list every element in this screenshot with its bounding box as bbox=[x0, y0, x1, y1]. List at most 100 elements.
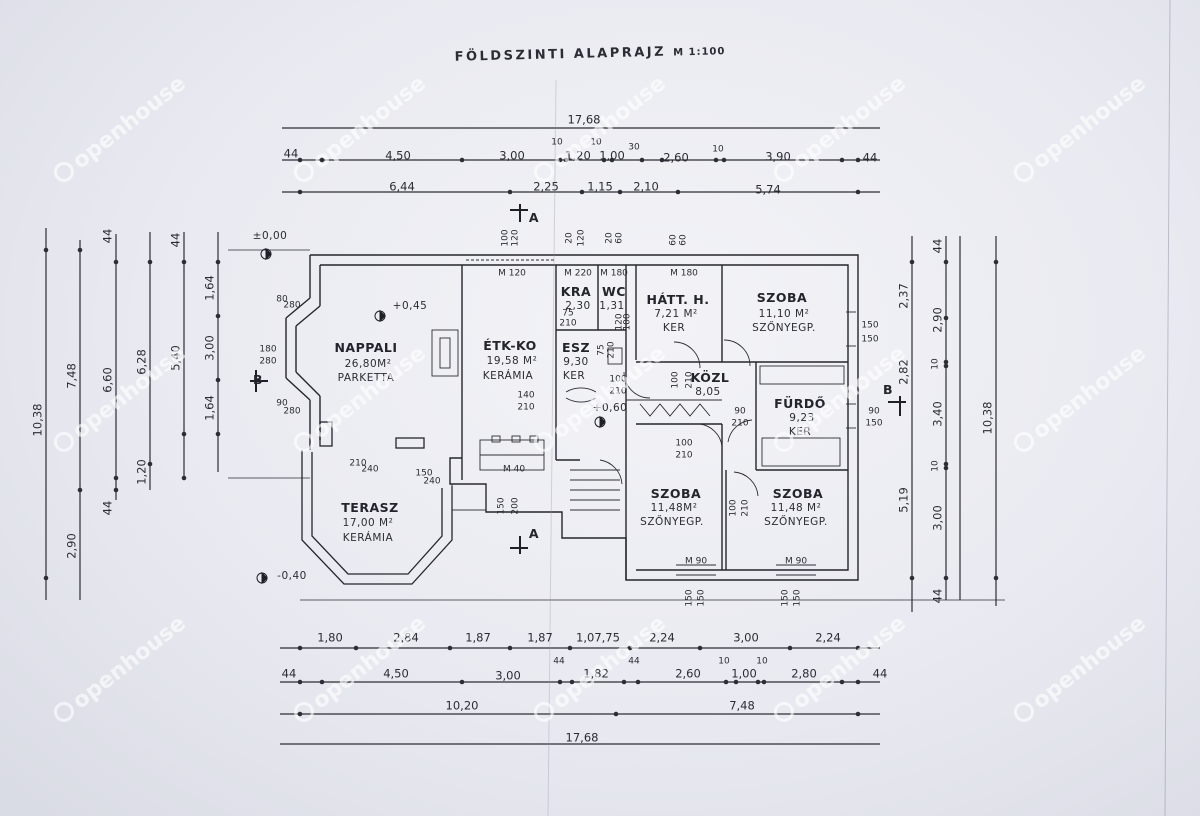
dim-label: 2,60 bbox=[663, 150, 689, 165]
dim-label: 44 bbox=[281, 666, 297, 681]
level-label: ±0,00 bbox=[252, 229, 288, 242]
opening-label: M 220 bbox=[564, 268, 592, 279]
opening-label: M 40 bbox=[502, 464, 526, 475]
room-eloszoba-area: 9,30 bbox=[563, 355, 589, 368]
room-hatso-floor: KER bbox=[662, 321, 686, 334]
dim-label: 1,64 bbox=[202, 275, 217, 301]
dim-label: 44 bbox=[100, 228, 115, 244]
dim-label: 2,90 bbox=[64, 533, 79, 559]
opening-label: 60 bbox=[678, 234, 689, 246]
dim-label: 7,48 bbox=[64, 363, 79, 389]
opening-label: 150 bbox=[792, 589, 803, 607]
dim-label: 2,84 bbox=[393, 630, 419, 645]
room-wc-area: 1,31 bbox=[599, 299, 625, 312]
opening-label: 210 bbox=[609, 386, 627, 397]
opening-label: 150 bbox=[684, 589, 695, 607]
opening-label: 210 bbox=[731, 418, 749, 429]
room-kozl-area: 8,05 bbox=[695, 385, 721, 398]
room-szoba1-area: 11,10 M² bbox=[758, 307, 810, 320]
opening-label: 20 bbox=[564, 232, 575, 244]
plan-scale: M 1:100 bbox=[673, 46, 726, 59]
opening-label: 100 bbox=[622, 313, 633, 331]
dim-label: 2,90 bbox=[930, 307, 945, 333]
dim-label: 44 bbox=[930, 588, 945, 604]
opening-label: 75 bbox=[596, 344, 607, 356]
opening-label: 90 bbox=[868, 406, 880, 417]
opening-label: 280 bbox=[283, 406, 301, 417]
room-szoba3-area: 11,48 M² bbox=[770, 501, 822, 514]
dimension-ticks bbox=[43, 157, 999, 717]
room-furdo-name: FÜRDŐ bbox=[774, 395, 826, 411]
opening-label: 90 bbox=[276, 398, 288, 409]
opening-label: 210 bbox=[349, 458, 367, 469]
dim-label: 10 bbox=[930, 460, 941, 472]
room-eloszoba-name: ESZ bbox=[561, 339, 591, 355]
opening-label: 280 bbox=[259, 356, 277, 367]
opening-label: 120 bbox=[510, 229, 521, 247]
room-szoba1-floor: SZŐNYEGP. bbox=[752, 321, 816, 334]
dim-label: 44 bbox=[628, 656, 640, 667]
room-etkezo-name: ÉTK-KO bbox=[483, 337, 537, 353]
opening-label: 150 bbox=[861, 320, 879, 331]
dim-label: 2,24 bbox=[649, 630, 675, 645]
dim-label: 44 bbox=[168, 232, 183, 248]
opening-label: 240 bbox=[361, 464, 379, 475]
opening-label: 75 bbox=[562, 308, 574, 319]
opening-label: 60 bbox=[668, 234, 679, 246]
building-walls bbox=[285, 254, 859, 581]
opening-label: 150 bbox=[496, 497, 507, 515]
dimension-lines bbox=[45, 127, 1005, 745]
dim-label: 3,40 bbox=[930, 401, 945, 427]
dim-label: 10 bbox=[590, 137, 602, 148]
room-szoba3-name: SZOBA bbox=[772, 485, 824, 501]
terrace-outline bbox=[301, 421, 453, 585]
dim-label: 3,90 bbox=[765, 149, 791, 164]
dim-label: 44 bbox=[862, 150, 878, 165]
room-szoba2-name: SZOBA bbox=[650, 485, 702, 501]
opening-label: 100 bbox=[609, 374, 627, 385]
level-label: +0,60 bbox=[592, 401, 628, 414]
dim-label: 7,48 bbox=[729, 698, 755, 713]
opening-label: 150 bbox=[780, 589, 791, 607]
dim-label: 1,87 bbox=[465, 630, 491, 645]
opening-label: 80 bbox=[276, 294, 288, 305]
dim-label: 10 bbox=[551, 137, 563, 148]
opening-label: 120 bbox=[576, 229, 587, 247]
opening-label: M 120 bbox=[498, 268, 526, 279]
section-label: B bbox=[252, 371, 264, 387]
opening-label: 150 bbox=[865, 418, 883, 429]
interior-details bbox=[431, 259, 856, 576]
dim-label: 44 bbox=[553, 656, 565, 667]
opening-label: M 90 bbox=[684, 556, 708, 567]
room-kozl-name: KÖZL bbox=[690, 369, 730, 385]
room-hatso-name: HÁTT. H. bbox=[646, 291, 710, 307]
level-markers bbox=[256, 247, 606, 585]
dim-top-total: 17,68 bbox=[567, 112, 601, 127]
opening-label: 150 bbox=[696, 589, 707, 607]
dim-label: 3,00 bbox=[202, 335, 217, 361]
room-eloszoba-floor: KER bbox=[562, 369, 586, 382]
opening-label: 100 bbox=[675, 438, 693, 449]
room-furdo-floor: KER bbox=[788, 425, 812, 438]
opening-label: M 180 bbox=[600, 268, 628, 279]
dim-label: 2,24 bbox=[815, 630, 841, 645]
dim-label: 1,07,75 bbox=[576, 630, 620, 645]
dim-label: 2,80 bbox=[791, 666, 817, 681]
opening-label: 140 bbox=[517, 390, 535, 401]
opening-label: 60 bbox=[614, 232, 625, 244]
opening-label: 210 bbox=[675, 450, 693, 461]
room-nappali-area: 26,80M² bbox=[344, 357, 392, 370]
opening-label: 210 bbox=[559, 318, 577, 329]
dim-label: 4,50 bbox=[385, 148, 411, 163]
dim-label: 5,19 bbox=[896, 487, 911, 513]
dim-label: 30 bbox=[628, 142, 640, 153]
opening-label: 100 bbox=[728, 499, 739, 517]
dim-label: 1,00 bbox=[599, 148, 625, 163]
dim-label: 3,00 bbox=[930, 505, 945, 531]
dim-label: 4,50 bbox=[383, 666, 409, 681]
dim-label: 10,38 bbox=[980, 401, 995, 435]
dim-label: 10,38 bbox=[30, 403, 45, 437]
opening-label: 180 bbox=[259, 344, 277, 355]
